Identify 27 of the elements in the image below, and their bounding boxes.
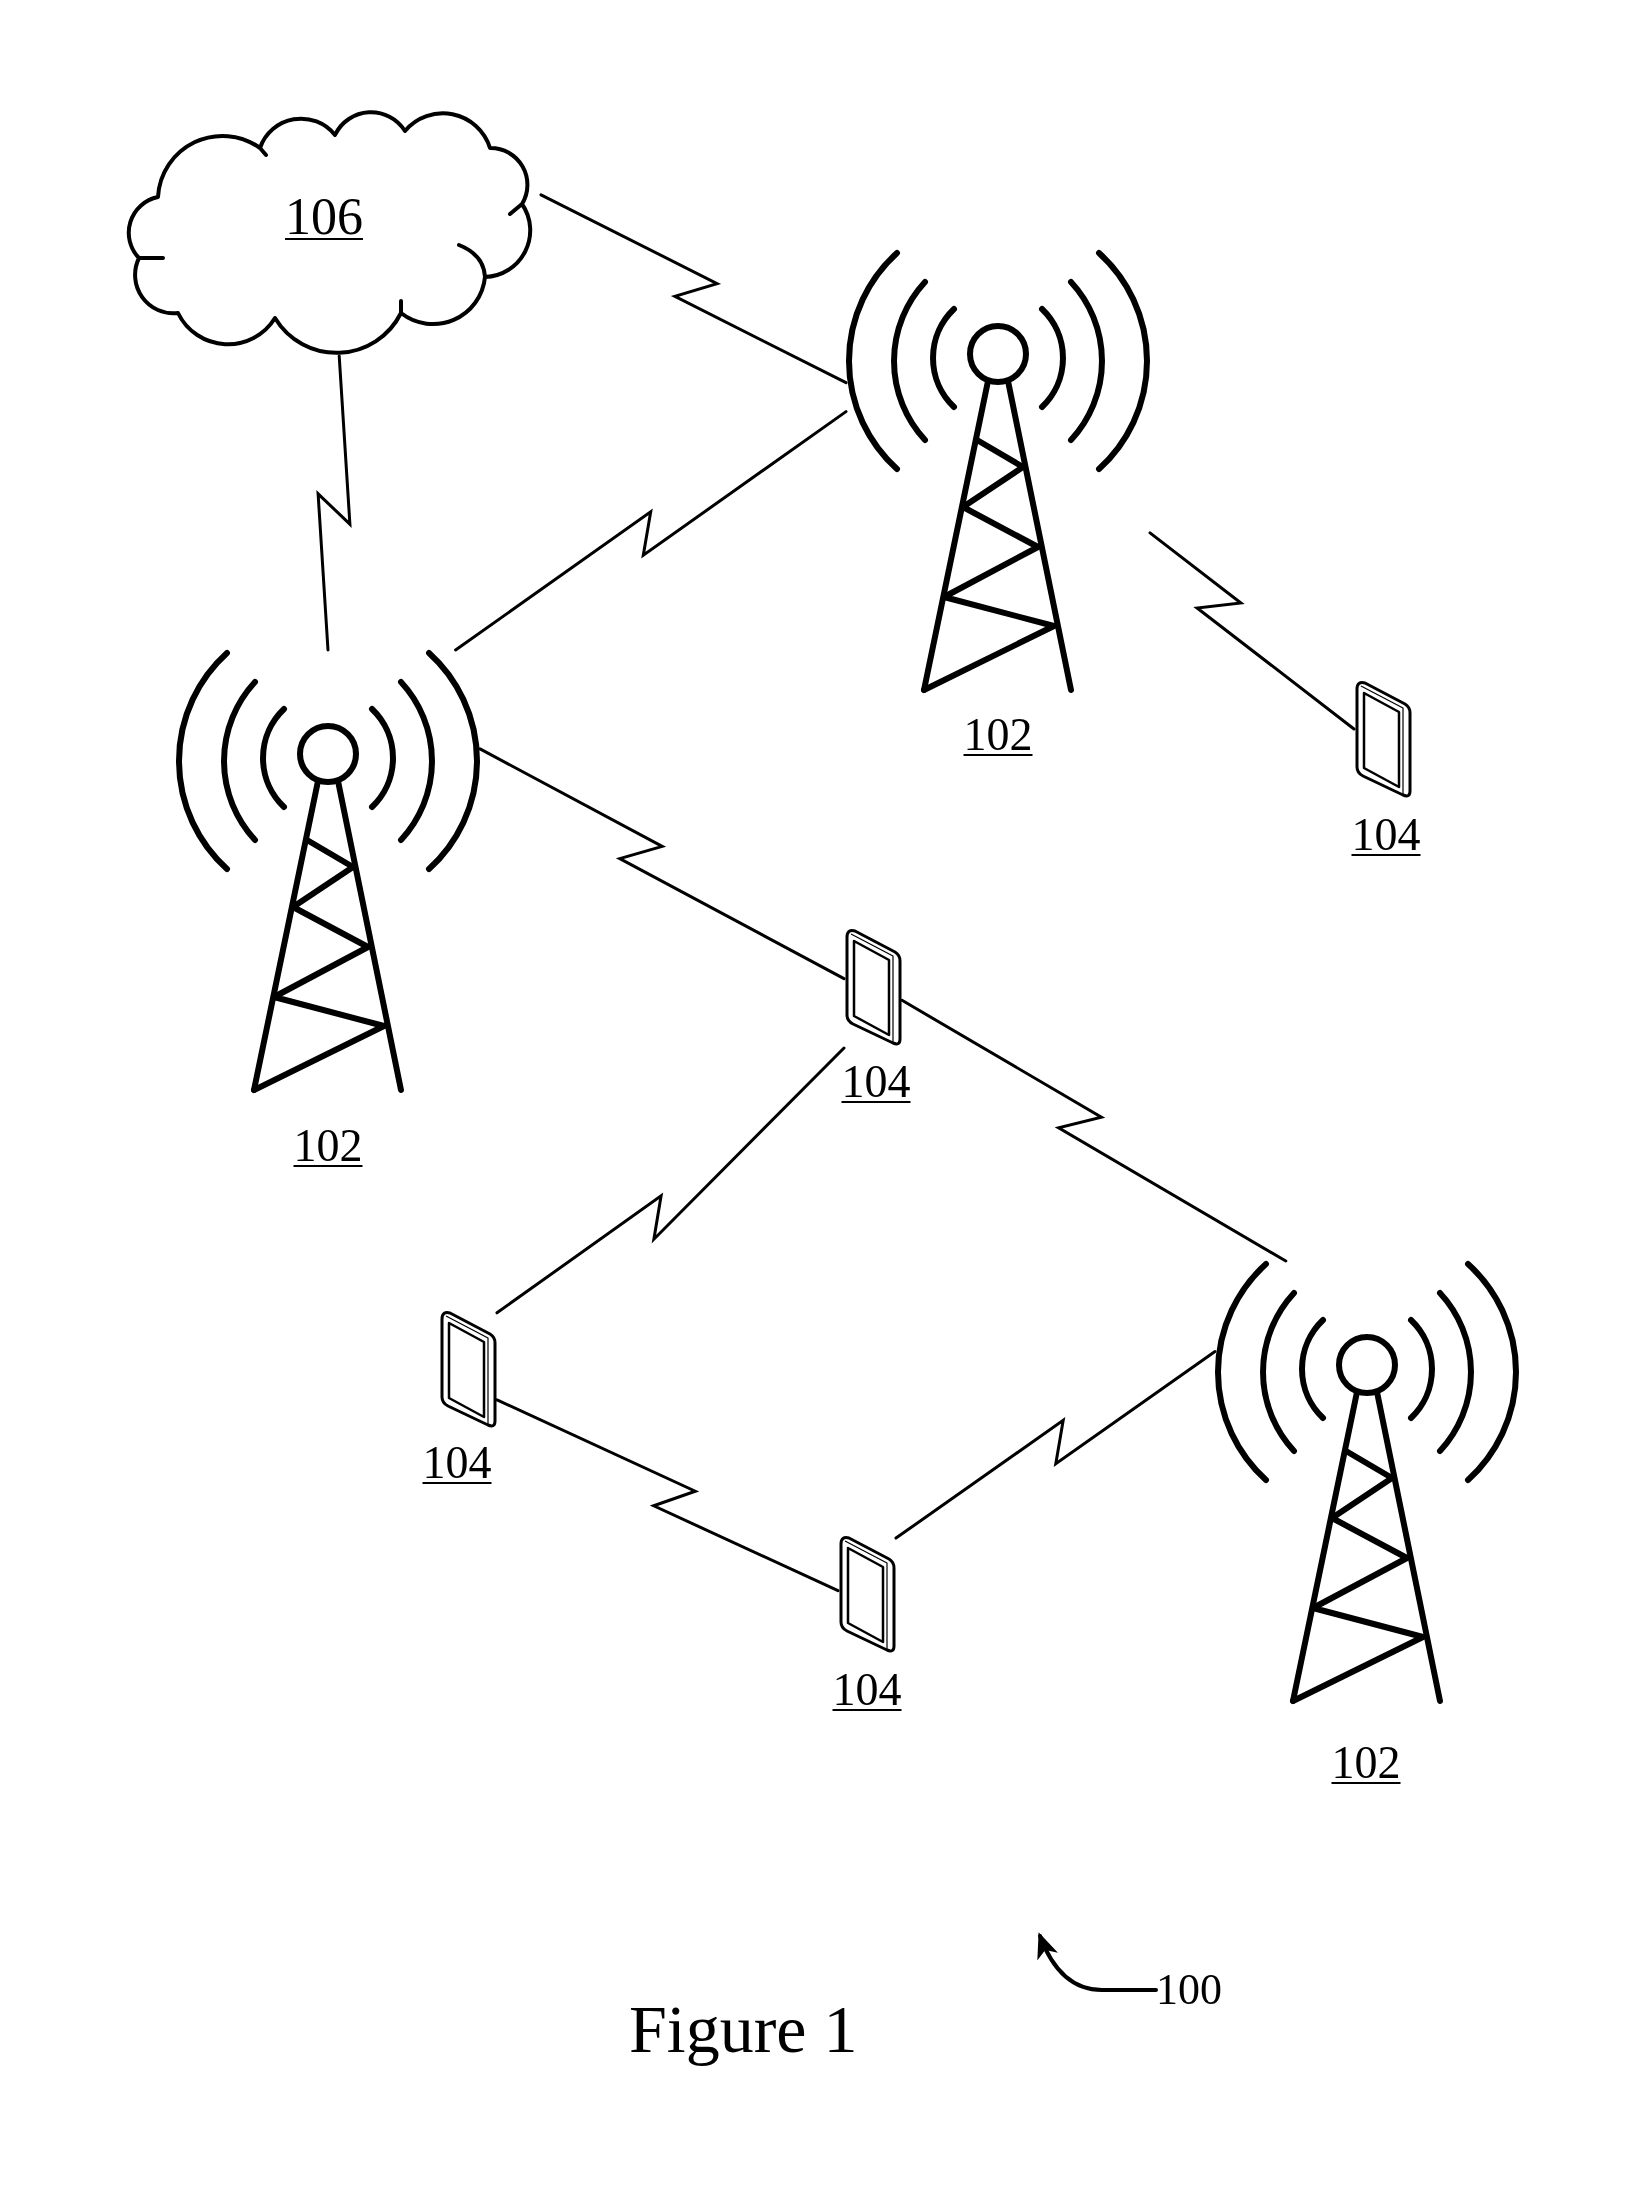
zigzag-line [495,1398,840,1593]
reference-numeral: 104 [1351,812,1421,859]
radio-tower-drawing [1215,1261,1519,1705]
radio-tower-drawing [176,650,480,1094]
zigzag-line [478,747,846,981]
figure-caption: Figure 1 [629,1995,858,2064]
curved-arrow [1038,1932,1158,1993]
mobile-phone-icon [844,926,902,1048]
reference-numeral: 100 [1156,1968,1222,2013]
zigzag-line [495,1046,846,1315]
zigzag-line [539,193,848,385]
reference-numeral: 102 [1331,1740,1401,1787]
zigzag-line [454,410,848,652]
mobile-phone-icon [838,1533,896,1655]
mobile-phone-icon [439,1308,497,1430]
zigzag-line [1148,531,1356,731]
zigzag-line [316,354,352,652]
reference-numeral: 106 [285,191,363,244]
mobile-phone-icon [1354,678,1412,800]
reference-numeral: 104 [841,1059,911,1106]
reference-numeral: 102 [963,712,1033,759]
reference-numeral: 104 [422,1440,492,1487]
zigzag-line [900,998,1288,1263]
reference-numeral: 104 [832,1667,902,1714]
zigzag-line [894,1350,1217,1540]
reference-numeral: 102 [293,1123,363,1170]
radio-tower-drawing [846,250,1150,694]
